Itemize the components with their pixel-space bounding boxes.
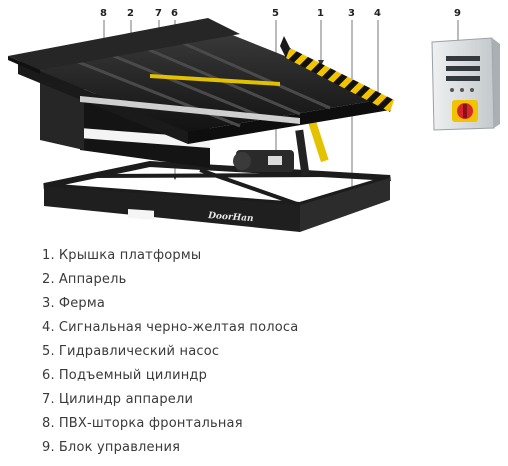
callout-8: 8 [100,8,107,19]
hazard-stripe [280,36,394,112]
legend-item: 5.Гидравлический насос [42,344,220,359]
callout-2: 2 [127,8,134,19]
lift-cylinder [295,117,329,177]
brand-logo: DoorHan [207,211,254,224]
callout-9: 9 [454,8,461,19]
legend-item: 1.Крышка платформы [42,248,202,263]
callout-7: 7 [155,8,162,19]
legend-item: 3.Ферма [42,296,106,311]
base-frame [43,160,391,232]
parts-legend: 1.Крышка платформы 2.Аппарель 3.Ферма 4.… [42,244,298,460]
legend-item: 9.Блок управления [42,440,181,455]
hydraulic-pump [233,150,294,172]
legend-item: 7.Цилиндр аппарели [42,392,194,407]
callout-1: 1 [317,8,324,19]
legend-item: 6.Подъемный цилиндр [42,368,208,383]
dock-leveler-diagram: DoorHan 8 2 7 6 5 1 3 4 9 [8,8,500,232]
legend-item: 8.ПВХ-шторка фронтальная [42,416,243,431]
callout-5: 5 [272,8,279,19]
callout-4: 4 [374,8,381,19]
control-unit [431,37,500,131]
callout-6: 6 [171,8,178,19]
callout-3: 3 [348,8,355,19]
legend-item: 4.Сигнальная черно-желтая полоса [42,320,299,335]
dock-leveler-illustration: DoorHan [8,18,500,232]
legend-item: 2.Аппарель [42,272,127,287]
lip-ramp [8,18,240,74]
